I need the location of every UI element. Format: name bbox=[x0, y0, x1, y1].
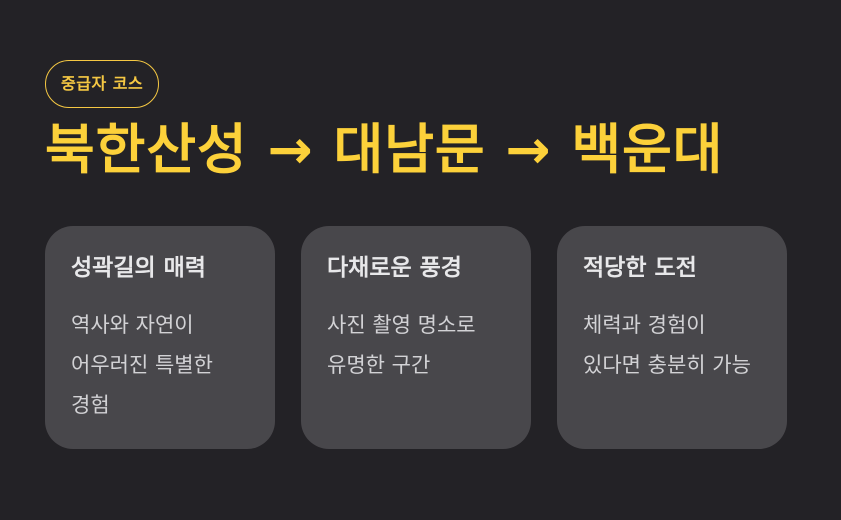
feature-card: 다채로운 풍경 사진 촬영 명소로 유명한 구간 bbox=[301, 226, 531, 449]
card-title: 적당한 도전 bbox=[583, 255, 697, 281]
card-title: 다채로운 풍경 bbox=[327, 255, 462, 281]
card-description: 체력과 경험이 있다면 충분히 가능 bbox=[583, 313, 751, 377]
card-description: 사진 촬영 명소로 유명한 구간 bbox=[327, 313, 476, 377]
route-title: 북한산성 → 대남문 → 백운대 bbox=[45, 118, 724, 181]
card-description: 역사와 자연이 어우러진 특별한 경험 bbox=[71, 313, 213, 417]
feature-cards: 성곽길의 매력 역사와 자연이 어우러진 특별한 경험 다채로운 풍경 사진 촬… bbox=[45, 226, 787, 449]
level-badge: 중급자 코스 bbox=[45, 60, 160, 108]
card-title: 성곽길의 매력 bbox=[71, 255, 206, 281]
feature-card: 성곽길의 매력 역사와 자연이 어우러진 특별한 경험 bbox=[45, 226, 275, 449]
feature-card: 적당한 도전 체력과 경험이 있다면 충분히 가능 bbox=[557, 226, 787, 449]
